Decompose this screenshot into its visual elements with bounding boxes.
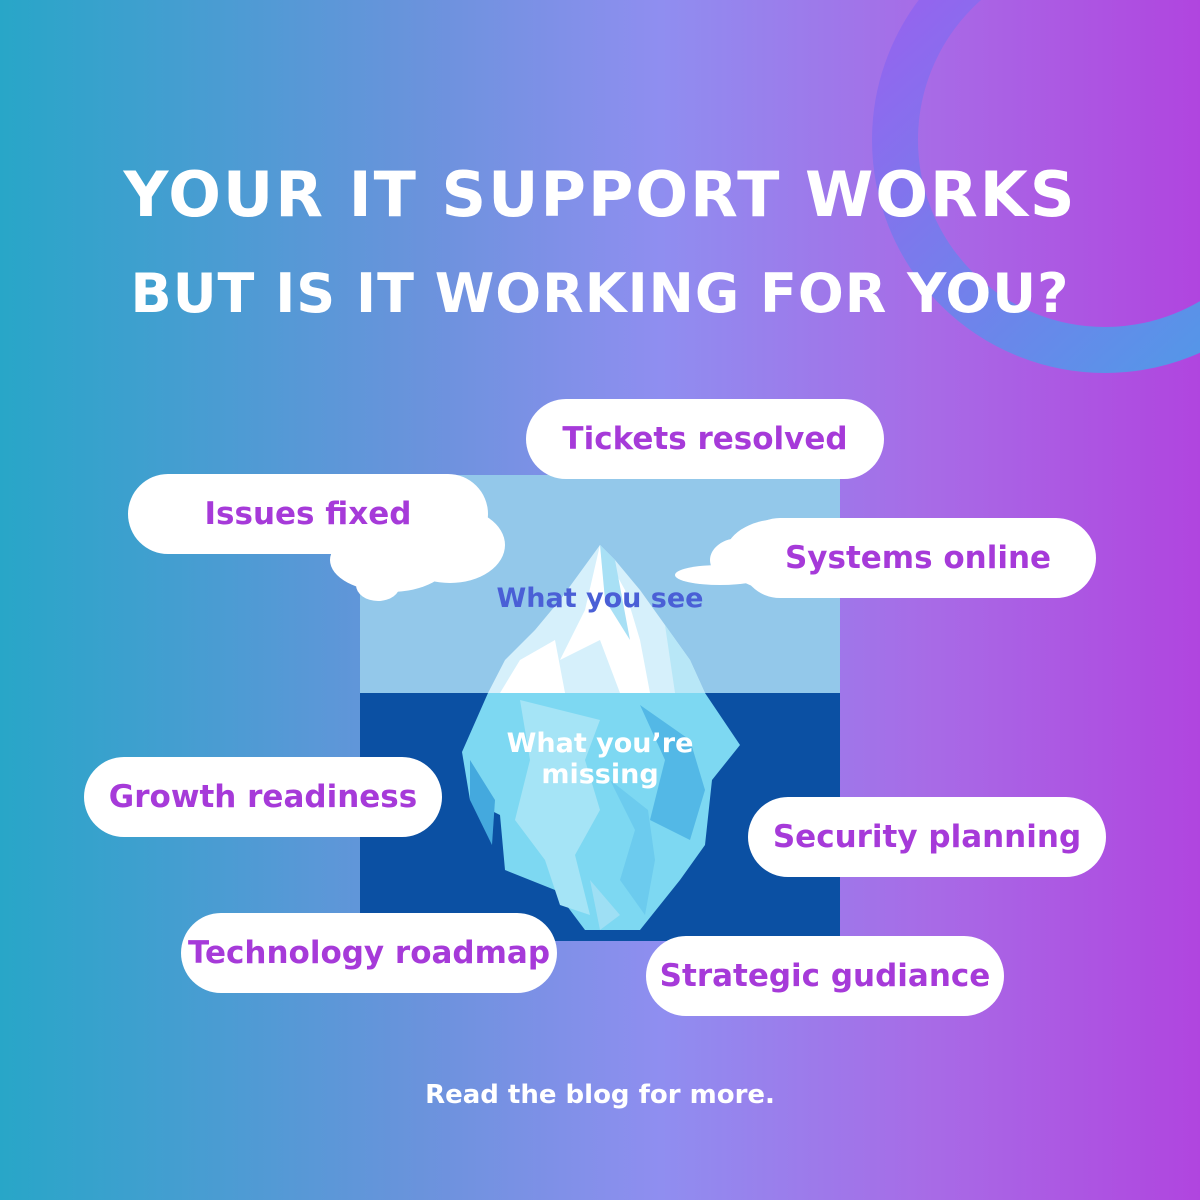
- above-water-label: What you see: [496, 583, 704, 614]
- footer-cta: Read the blog for more.: [425, 1080, 775, 1110]
- pill-systems-online: Systems online: [740, 518, 1096, 598]
- headline-line-2: BUT IS IT WORKING FOR YOU?: [130, 262, 1070, 325]
- below-water-label: What you’re missing: [450, 728, 750, 790]
- pill-strategic-guidance: Strategic gudiance: [646, 936, 1004, 1016]
- pill-growth-readiness: Growth readiness: [84, 757, 442, 837]
- pill-security-planning: Security planning: [748, 797, 1106, 877]
- below-water-label-line-2: missing: [541, 759, 659, 790]
- headline-line-1: YOUR IT SUPPORT WORKS: [123, 158, 1077, 231]
- iceberg-underwater: [462, 693, 740, 930]
- pill-issues-fixed: Issues fixed: [128, 474, 488, 554]
- iceberg-tip: [488, 545, 705, 693]
- below-water-label-line-1: What you’re: [506, 728, 694, 759]
- pill-tickets-resolved: Tickets resolved: [526, 399, 884, 479]
- pill-technology-roadmap: Technology roadmap: [181, 913, 557, 993]
